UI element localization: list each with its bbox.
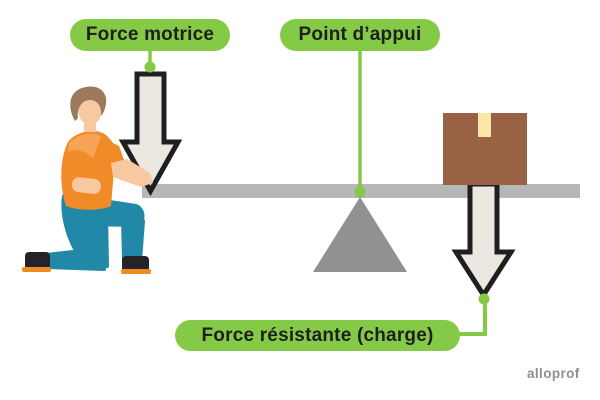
person-front-shoe: [122, 256, 149, 272]
load-connector-dot: [478, 293, 490, 305]
person-back-shoe-sole: [22, 267, 51, 272]
person-front-shoe-sole: [121, 269, 151, 274]
effort-arrow-down-icon: [118, 71, 183, 197]
load-connector-line: [452, 300, 487, 336]
load-arrow-down-icon: [451, 181, 516, 300]
person-back-shoe: [25, 252, 50, 270]
load-box: [443, 113, 527, 185]
person-front-shin: [121, 217, 145, 263]
person-near-forearm: [71, 177, 101, 194]
person-kneeling: [22, 86, 153, 274]
person-forearm-hand: [111, 159, 153, 187]
label-force-motrice: Force motrice: [70, 19, 230, 51]
person-sleeve-highlight: [68, 133, 101, 158]
effort-connector-dot: [144, 61, 156, 73]
alloprof-watermark: alloprof: [527, 366, 580, 381]
label-point-appui: Point d’appui: [280, 19, 440, 51]
fulcrum-connector-dot: [354, 186, 366, 198]
person-hair: [70, 86, 107, 121]
fulcrum-triangle: [313, 197, 407, 272]
person-face: [78, 97, 102, 125]
label-force-resistante: Force résistante (charge): [175, 320, 460, 351]
box-tape: [478, 113, 491, 137]
